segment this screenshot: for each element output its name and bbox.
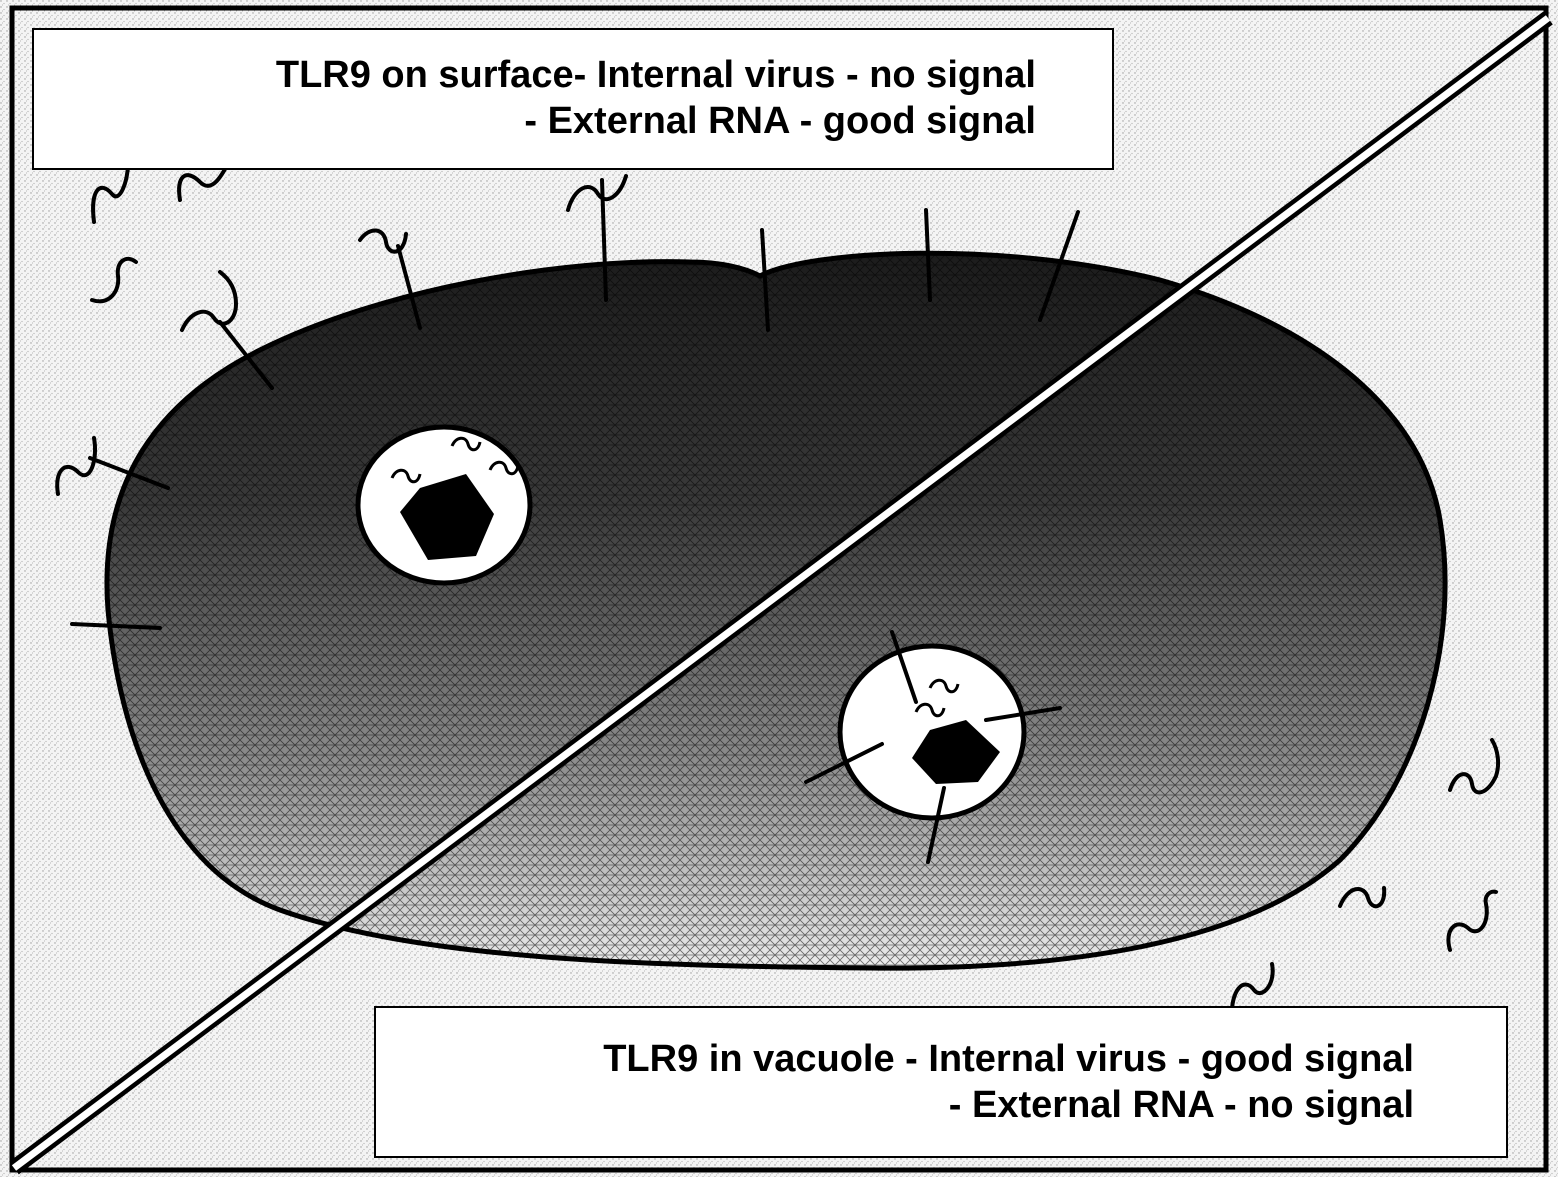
vacuole-upper bbox=[358, 427, 530, 583]
surface-caption-box: TLR9 on surface- Internal virus - no sig… bbox=[32, 28, 1114, 170]
vacuole-caption-line-1: TLR9 in vacuole - Internal virus - good … bbox=[376, 1036, 1414, 1082]
cell bbox=[100, 240, 1460, 980]
surface-caption-line-1: TLR9 on surface- Internal virus - no sig… bbox=[34, 52, 1036, 98]
vacuole-caption-box: TLR9 in vacuole - Internal virus - good … bbox=[374, 1006, 1508, 1158]
surface-caption-line-2: - External RNA - good signal bbox=[34, 98, 1036, 144]
cell-mesh-texture bbox=[100, 240, 1460, 980]
vacuole-caption-line-2: - External RNA - no signal bbox=[376, 1082, 1414, 1128]
